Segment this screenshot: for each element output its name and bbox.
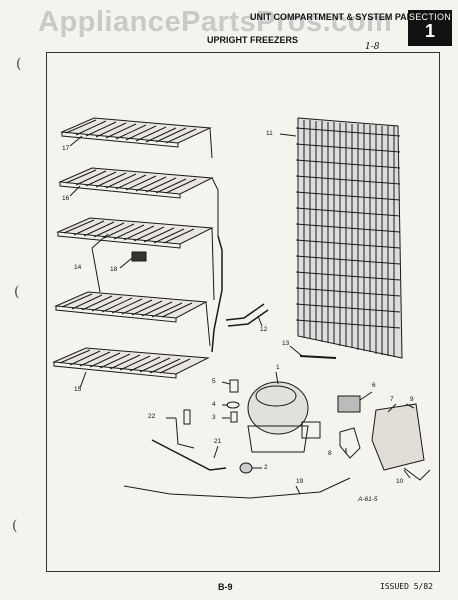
header-top-line: UNIT COMPARTMENT & SYSTEM PARTS — [250, 12, 425, 22]
callout-21: 21 — [214, 438, 222, 445]
binding-mark: ( — [16, 56, 22, 72]
callout-3: 3 — [212, 414, 216, 421]
callout-9: 9 — [410, 396, 414, 403]
callout-10: 10 — [396, 478, 404, 485]
part-19 — [123, 477, 351, 499]
shelf-16 — [58, 167, 219, 236]
binding-mark: ( — [12, 518, 18, 534]
callout-1: 1 — [276, 364, 280, 371]
part-3 — [230, 411, 238, 423]
callout-4: 4 — [212, 401, 216, 408]
callout-16: 16 — [62, 195, 70, 202]
callout-13: 13 — [282, 340, 290, 347]
diagram-frame — [46, 52, 440, 572]
callout-17: 17 — [62, 145, 70, 152]
part-10 — [403, 467, 431, 481]
part-20 — [183, 409, 191, 425]
part-13-drier — [299, 355, 337, 359]
callout-22: 22 — [148, 413, 156, 420]
section-badge: SECTION 1 — [408, 10, 452, 46]
callout-12: 12 — [260, 326, 268, 333]
part-2 — [239, 462, 253, 474]
part-4 — [226, 401, 240, 409]
callout-7: 7 — [390, 396, 394, 403]
callout-19: 19 — [296, 478, 304, 485]
shelf-14-lower — [54, 291, 211, 347]
part-5 — [229, 379, 239, 393]
callout-11: 11 — [266, 130, 273, 137]
part-18-block — [131, 251, 147, 262]
binding-mark: ( — [14, 284, 20, 300]
part-22 — [175, 417, 195, 449]
shelf-14-upper — [56, 217, 215, 301]
shelf-17 — [60, 117, 213, 159]
callout-8: 8 — [328, 450, 332, 457]
section-label: SECTION — [408, 12, 452, 22]
page-title: UPRIGHT FREEZERS — [207, 35, 299, 45]
watermark: AppliancePartsPros.com — [38, 6, 393, 38]
page-number: B-9 — [218, 582, 233, 592]
shelf-15 — [52, 347, 210, 379]
callout-14: 14 — [74, 264, 82, 271]
diagram-code: A-61-5 — [358, 496, 378, 503]
compressor-1 — [247, 381, 321, 453]
part-9 — [371, 403, 425, 471]
section-number: 1 — [424, 21, 435, 41]
callout-6: 6 — [372, 382, 376, 389]
callout-2: 2 — [264, 464, 268, 471]
callout-5: 5 — [212, 378, 216, 385]
part-8 — [339, 427, 361, 459]
handwritten-note: 1-8 — [365, 42, 380, 52]
part-21 — [151, 439, 227, 471]
part-6 — [337, 395, 361, 413]
condenser-11 — [295, 117, 403, 359]
callout-18: 18 — [110, 266, 118, 273]
callout-15: 15 — [74, 386, 82, 393]
issued-date: ISSUED 5/82 — [380, 582, 433, 591]
